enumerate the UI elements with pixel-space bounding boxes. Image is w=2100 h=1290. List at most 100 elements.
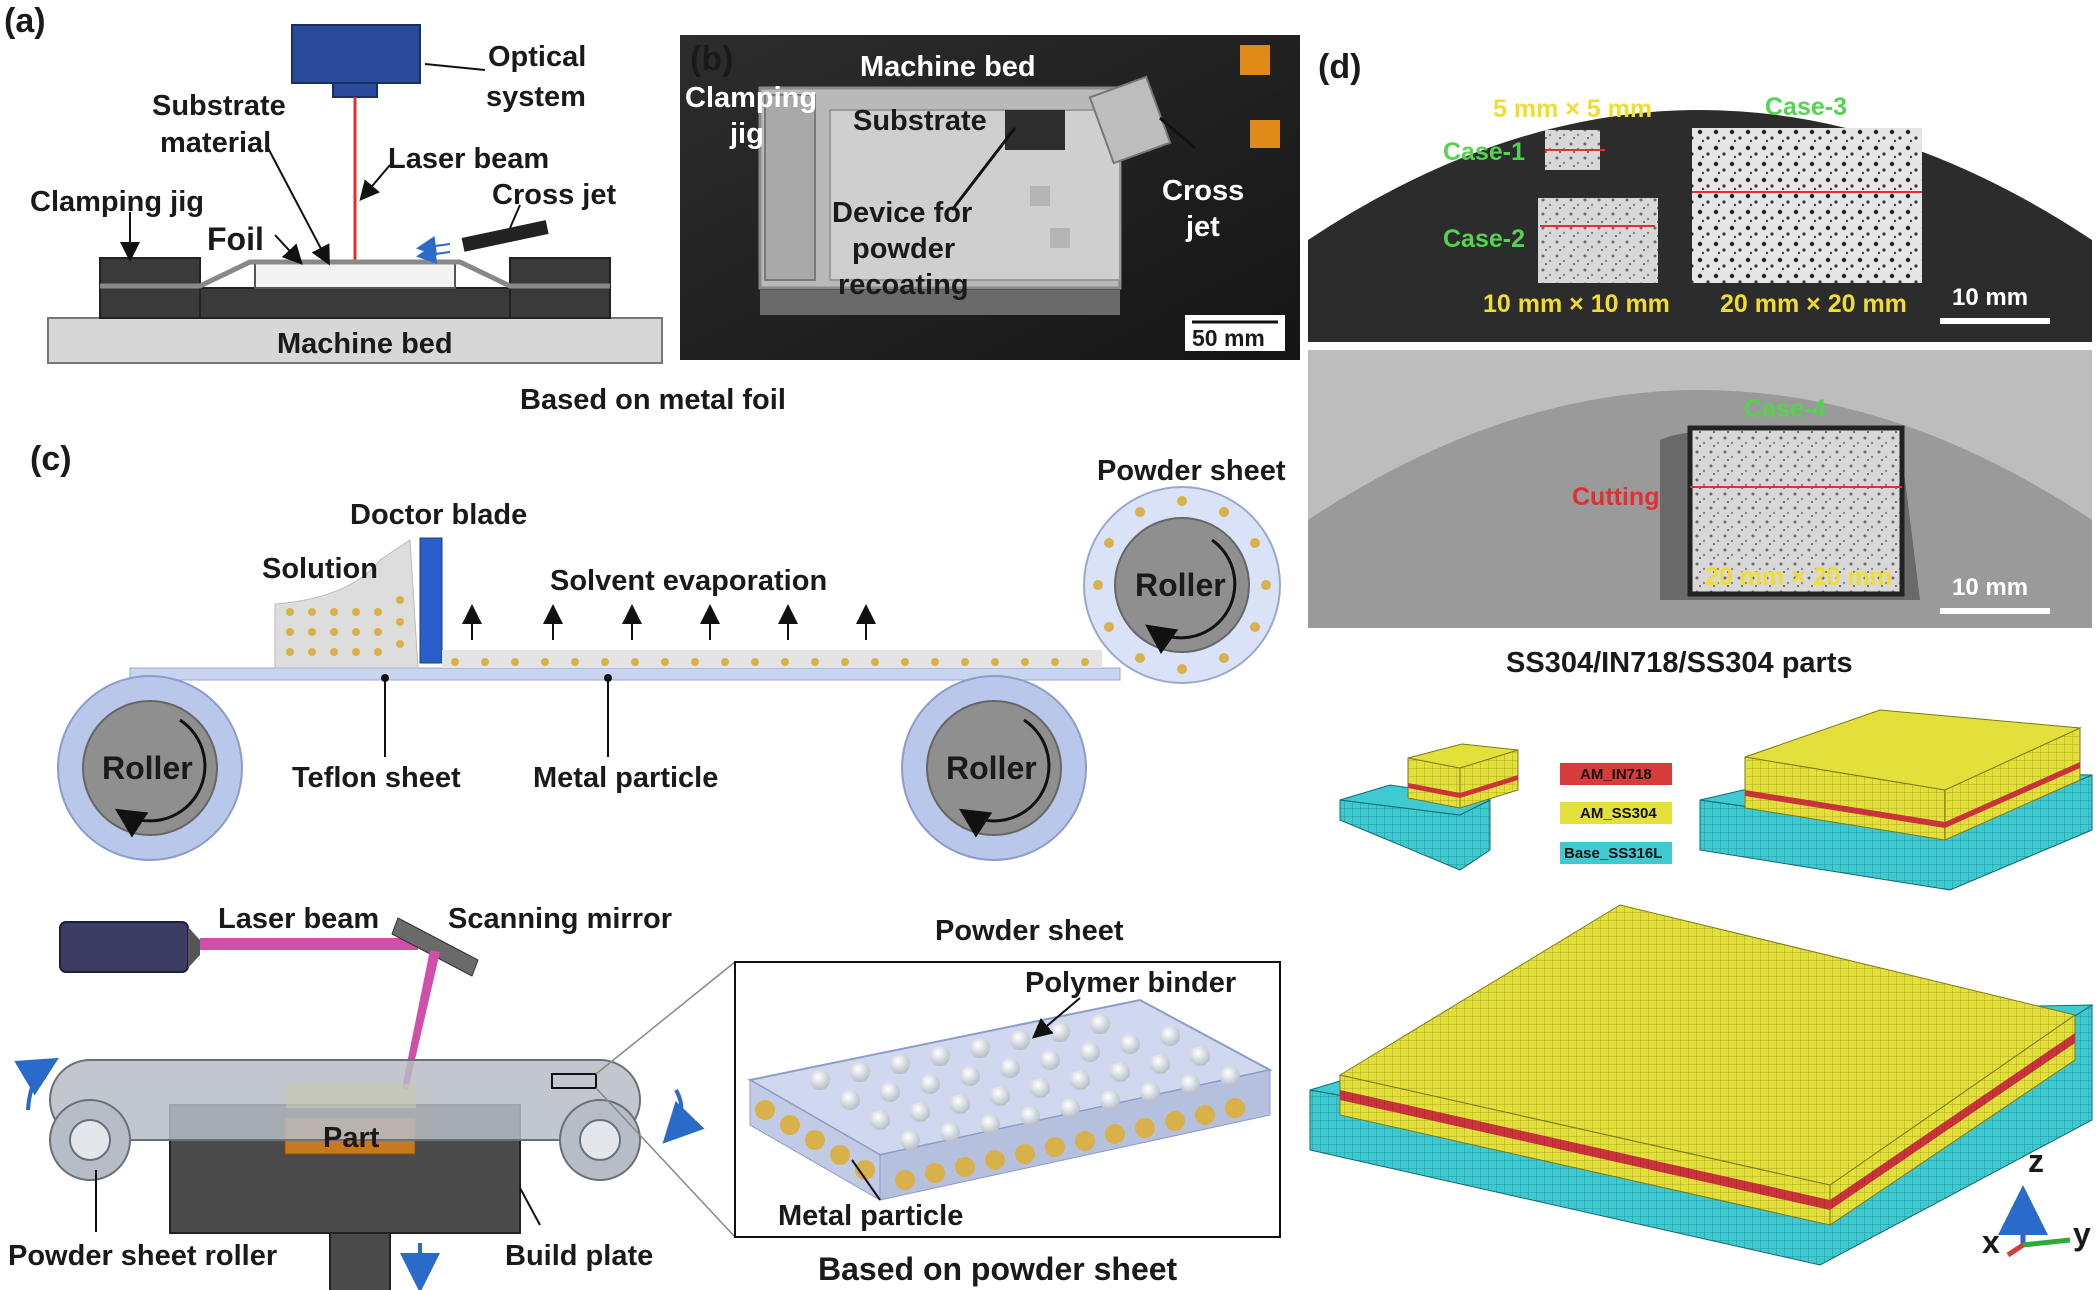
clamping-jig-label-b-2: jig [729,118,764,150]
optical-system-label-1: Optical [488,41,586,73]
solution-pool [274,539,419,669]
panel-d-photo-top [1308,42,2092,342]
metal-particle-inset-label: Metal particle [778,1200,963,1232]
roll-particles [1093,496,1271,674]
case1-label: Case-1 [1443,138,1525,166]
cross-jet-label-b-2: jet [1185,211,1220,243]
legend-swatch-in718 [1560,763,1672,785]
base-plate [199,287,511,319]
metal-particle-label: Metal particle [533,762,718,794]
cutting-label: Cutting [1572,483,1659,511]
panel-a-schematic [47,24,663,364]
panel-c-label: (c) [30,440,72,478]
case3-label: Case-3 [1765,93,1847,121]
foil-line [100,259,610,289]
scanning-mirror-label: Scanning mirror [448,903,672,935]
tape-casting-schematic [57,486,1281,861]
cast-layer [442,650,1102,668]
legend-swatch-ss304 [1560,802,1672,824]
legend-swatch-ss316l [1560,842,1672,864]
powder-roll-label: Roller [1135,567,1226,603]
clamping-jig-label-b-1: Clamping [685,82,817,114]
powder-sheet-roll-core [1114,517,1250,653]
optical-lens [332,82,378,98]
panel-a-label: (a) [4,2,46,40]
panel-b-label: (b) [690,40,733,78]
cross-jet-label-a: Cross jet [492,179,616,211]
cross-jet-label-b-1: Cross [1162,175,1244,207]
layer-particles [451,658,1089,666]
photo-b-rail [760,290,1120,315]
photo-b-substrate [829,109,1121,281]
parts-caption: SS304/IN718/SS304 parts [1506,647,1853,679]
build-plate-label: Build plate [505,1240,653,1272]
laser-beam-label-c: Laser beam [218,903,379,935]
photo-b-jig [764,94,816,281]
legend-in718: AM_IN718 [1580,766,1652,783]
clamping-jig-label-a: Clamping jig [30,186,204,218]
roller-right-label: Roller [946,750,1037,786]
mesh-model-medium [1699,709,2093,891]
machine-bed-block [47,317,663,364]
case3-sample [1692,128,1922,283]
inset-front-particles [755,1098,1245,1190]
scale-bar-b-label: 50 mm [1192,325,1265,351]
optical-system-box [291,24,421,84]
laser-source [59,921,189,973]
machine-bed-label-b: Machine bed [860,51,1036,83]
case2-sample [1538,198,1658,283]
panel-d-label: (d) [1318,48,1361,86]
substrate-material-label-1: Substrate [152,90,286,122]
doctor-blade [419,537,443,664]
device-label-3: recoating [838,269,969,301]
caption-metal-foil: Based on metal foil [520,384,786,416]
part-label: Part [323,1122,380,1154]
solvent-evaporation-label: Solvent evaporation [550,565,827,597]
mesh-model-small [1339,743,1519,871]
case4-sample [1687,425,1905,597]
zoom-box [551,1073,597,1089]
powder-sheet-top-label: Powder sheet [1097,455,1286,487]
laser-beam-pink [200,938,418,950]
legend-ss316l: Base_SS316L [1564,845,1662,862]
panel-b-photo [680,35,1300,360]
photo-b-orange-knob-1 [1240,45,1270,75]
photo-b-orange-knob-2 [1250,120,1280,148]
mesh-legend [1560,763,1672,864]
case4-label: Case-4 [1744,395,1826,423]
solution-particles [286,596,404,656]
mesh-model-large [1309,904,2094,1266]
laser-beam-down [402,950,440,1090]
axis-y-label: y [2073,1216,2091,1252]
axis-z-label: z [2028,1143,2044,1179]
dim-5mm-label: 5 mm × 5 mm [1493,95,1652,123]
axis-x-label: x [1982,1224,2000,1260]
machine-bed-label-a: Machine bed [277,328,453,360]
inset-spheres [810,1014,1240,1150]
caption-powder-sheet: Based on powder sheet [818,1251,1178,1287]
polymer-binder-label: Polymer binder [1025,967,1236,999]
optical-system-label-2: system [486,81,586,113]
axis-triad [1998,1185,2071,1258]
photo-b-sample-3 [1050,228,1070,248]
scale-d1-label: 10 mm [1952,284,2028,311]
case2-label: Case-2 [1443,225,1525,253]
substrate-material-label-2: material [160,127,271,159]
dim-20mm-b-label: 20 mm × 20 mm [1705,563,1892,591]
roller-left-label: Roller [102,750,193,786]
roller-right-core [926,700,1062,836]
device-label-2: powder [852,233,955,265]
scanning-mirror [391,917,479,977]
dim-10mm-label: 10 mm × 10 mm [1483,290,1670,318]
device-label-1: Device for [832,197,972,229]
legend-ss304: AM_SS304 [1580,805,1657,822]
build-plate-shaft [329,1232,391,1290]
panel-d-photo-bottom [1308,350,2092,628]
cross-jet-nozzle [461,220,549,252]
scale-d2-label: 10 mm [1952,574,2028,601]
powder-sheet-roller-label: Powder sheet roller [8,1240,277,1272]
sheet-printing-schematic [14,917,736,1290]
dim-20mm-label: 20 mm × 20 mm [1720,290,1907,318]
photo-b-sample-2 [1030,186,1050,206]
